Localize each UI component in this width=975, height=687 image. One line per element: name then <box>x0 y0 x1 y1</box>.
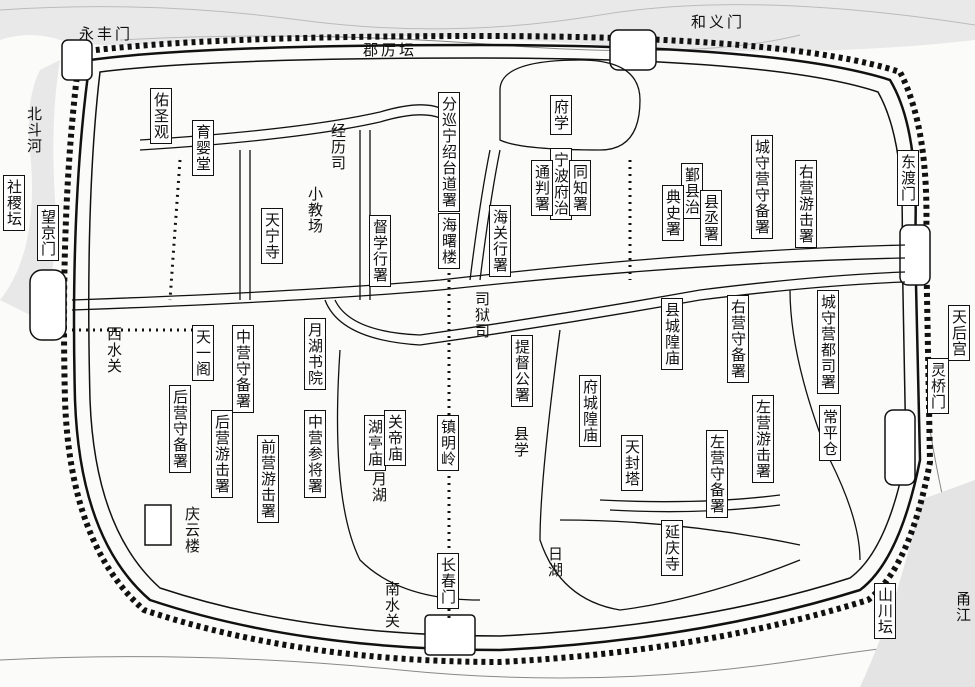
map-label-duxuexingshu: 督学行署 <box>369 215 391 287</box>
map-label-shejitan: 社稷坛 <box>3 175 25 231</box>
map-label-dongdumen: 东渡门 <box>897 150 919 206</box>
map-label-jinglisi: 经历司 <box>329 123 347 171</box>
map-label-qingyunlou: 庆云楼 <box>183 506 201 554</box>
map-label-fenxundaoshu: 分巡宁绍台道署 <box>438 92 460 212</box>
map-label-xianxue: 县学 <box>512 426 530 458</box>
map-label-tongzhishu: 同知署 <box>569 160 591 216</box>
map-label-tongpanshu: 通判署 <box>531 160 553 216</box>
map-label-zhongyingshoubeishu: 中营守备署 <box>232 325 254 413</box>
map-label-guandimiao: 关帝庙 <box>384 410 406 466</box>
map-label-tidugongshu: 提督公署 <box>511 335 533 407</box>
map-label-yanqingsi: 延庆寺 <box>661 520 683 576</box>
map-label-tianyige: 天一阁 <box>192 325 214 381</box>
map-label-rihu: 日湖 <box>546 546 564 578</box>
map-label-junlitan: 郡厉坛 <box>363 41 418 59</box>
map-label-tianhougong: 天后宫 <box>948 305 970 361</box>
river-top <box>0 0 975 52</box>
map-label-yuyingtang: 育婴堂 <box>192 120 214 176</box>
map-label-houyingshoubeishu: 后营守备署 <box>169 385 191 473</box>
map-label-wangjingmen: 望京门 <box>37 205 59 261</box>
map-label-youyingshoubeishu: 右营守备署 <box>727 295 749 383</box>
map-label-changchunmen: 长春门 <box>437 553 459 609</box>
map-label-tianningsi: 天宁寺 <box>261 208 283 264</box>
map-label-dianshishu: 典史署 <box>662 185 684 241</box>
map-label-yongjiang: 甬江 <box>954 591 972 623</box>
map-label-zhongyingcanjiangshu: 中营参将署 <box>304 410 326 498</box>
map-label-chengshouyingdusishu: 城守营都司署 <box>817 290 839 394</box>
map-label-fuxue: 府学 <box>550 95 572 135</box>
map-label-zuoyingyoujishu: 左营游击署 <box>752 395 774 483</box>
map-label-tianfengta: 天封塔 <box>621 435 643 491</box>
map-label-xianchengshu: 县丞署 <box>700 190 722 246</box>
map-label-yuehu: 月湖 <box>370 471 388 503</box>
map-label-qianyingyoujishu: 前营游击署 <box>257 435 279 523</box>
map-label-haishulou: 海曙楼 <box>438 213 460 269</box>
map-label-siyusi: 司狱司 <box>473 291 491 339</box>
map-label-xianchenghuangmiao: 县城隍庙 <box>661 298 683 370</box>
map-label-youyingyoujishu: 右营游击署 <box>795 160 817 248</box>
map-label-yongfengmen: 永丰门 <box>79 25 134 43</box>
map-label-youshengguan: 佑圣观 <box>150 88 172 144</box>
map-label-heyimen: 和义门 <box>691 13 746 31</box>
map-label-shanchuantan: 山川坛 <box>874 583 896 639</box>
map-label-haiguanxingshu: 海关行署 <box>489 205 511 277</box>
map-label-beidouhe: 北斗河 <box>25 106 43 154</box>
map-label-hutingmiao: 湖亭庙 <box>364 415 386 471</box>
map-label-zuoyingshoubeishu: 左营守备署 <box>706 430 728 518</box>
map-label-yuehushuyuan: 月湖书院 <box>304 318 326 390</box>
map-label-nanshuiguan: 南水关 <box>383 581 401 629</box>
map-label-houyingyoujishu: 后营游击署 <box>211 410 233 498</box>
map-label-zhenmingling: 镇明岭 <box>437 415 459 471</box>
map-label-chengshouyingshoubeishu: 城守营守备署 <box>751 135 773 239</box>
city-wall <box>61 32 934 666</box>
map-label-xiaojiaochang: 小教场 <box>306 186 324 234</box>
map-label-changpingcang: 常平仓 <box>819 405 841 461</box>
gate-towers <box>29 29 931 656</box>
map-label-lingqiaomen: 灵桥门 <box>927 358 949 414</box>
map-label-fuchenghuangmiao: 府城隍庙 <box>579 375 601 447</box>
map-label-xishuiguan: 西水关 <box>105 326 123 374</box>
